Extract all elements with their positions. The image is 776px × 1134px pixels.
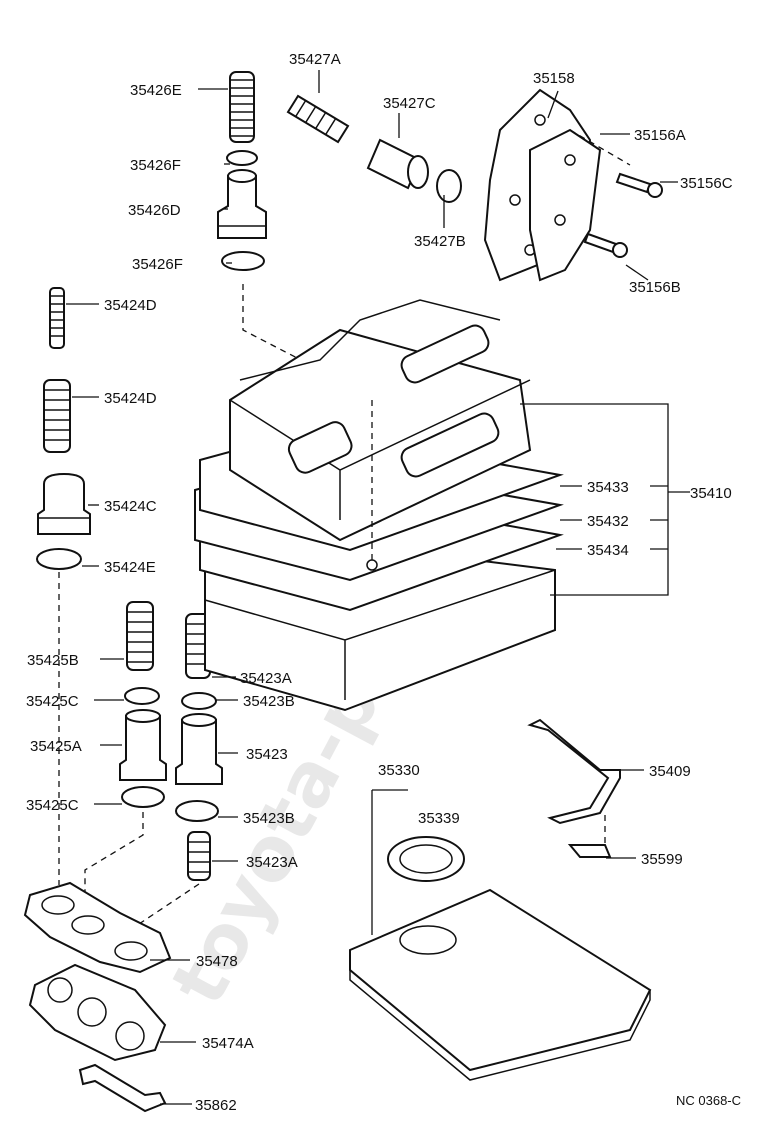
bracket-35330 xyxy=(371,789,408,935)
o-ring-35425c-top xyxy=(124,687,160,705)
label-35339: 35339 xyxy=(418,810,460,827)
label-35423b-bottom: 35423B xyxy=(243,810,295,827)
plug-35423 xyxy=(175,713,223,785)
label-35423: 35423 xyxy=(246,746,288,763)
label-35156a: 35156A xyxy=(634,127,686,144)
label-35330: 35330 xyxy=(378,762,420,779)
label-35426d: 35426D xyxy=(128,202,181,219)
label-35424d-mid: 35424D xyxy=(104,390,157,407)
valve-35427c xyxy=(366,138,429,190)
gasket-35156a xyxy=(529,128,602,282)
diagram-code: NC 0368-C xyxy=(676,1093,741,1108)
label-35425b: 35425B xyxy=(27,652,79,669)
cover-35474a xyxy=(28,963,167,1062)
label-35156b: 35156B xyxy=(629,279,681,296)
label-35474a: 35474A xyxy=(202,1035,254,1052)
label-35410: 35410 xyxy=(690,485,732,502)
label-35425a: 35425A xyxy=(30,738,82,755)
label-35432: 35432 xyxy=(587,513,629,530)
assembly-dash-35423 xyxy=(129,883,200,931)
label-35424c: 35424C xyxy=(104,498,157,515)
o-ring-35423b-top xyxy=(181,692,217,710)
label-35409: 35409 xyxy=(649,763,691,780)
gasket-35339 xyxy=(387,836,465,882)
o-ring-35426f-top xyxy=(226,150,258,166)
oil-pan-35330 xyxy=(349,888,652,1081)
plug-35424c xyxy=(37,472,91,535)
assembly-dash-35425 xyxy=(58,572,144,910)
o-ring-35425c-bottom xyxy=(121,786,165,808)
label-35426f-bottom: 35426F xyxy=(132,256,183,273)
gasket-35478 xyxy=(23,881,172,974)
bolt-35156b xyxy=(583,232,628,258)
label-35426e: 35426E xyxy=(130,82,182,99)
leader-lines xyxy=(66,70,678,1105)
strap-35862 xyxy=(78,1063,167,1113)
valve-body-35410 xyxy=(194,299,564,712)
label-35427b: 35427B xyxy=(414,233,466,250)
spring-35424d-mid xyxy=(43,379,71,453)
label-35424e: 35424E xyxy=(104,559,156,576)
label-35423a-top: 35423A xyxy=(240,670,292,687)
clip-35599 xyxy=(567,844,612,858)
spring-35426e xyxy=(229,71,255,143)
o-ring-35426f-bottom xyxy=(221,251,265,271)
plug-35425a xyxy=(119,709,167,781)
label-35423a-bottom: 35423A xyxy=(246,854,298,871)
spring-35423a-bottom xyxy=(187,831,211,881)
label-35862: 35862 xyxy=(195,1097,237,1114)
spring-35427a xyxy=(286,94,350,144)
o-ring-35423b-bottom xyxy=(175,800,219,822)
bolt-35156c xyxy=(615,172,663,198)
label-35423b-top: 35423B xyxy=(243,693,295,710)
assembly-dash-35156 xyxy=(569,129,631,166)
spring-35425b xyxy=(126,601,154,671)
label-35434: 35434 xyxy=(587,542,629,559)
o-ring-35424e xyxy=(36,548,82,570)
label-35425c-bottom: 35425C xyxy=(26,797,79,814)
label-35425c-top: 35425C xyxy=(26,693,79,710)
label-35424d-top: 35424D xyxy=(104,297,157,314)
strainer-bracket-35409 xyxy=(527,718,621,825)
label-35427c: 35427C xyxy=(383,95,436,112)
label-35158: 35158 xyxy=(533,70,575,87)
spring-35424d-top xyxy=(49,287,65,349)
label-35478: 35478 xyxy=(196,953,238,970)
label-35599: 35599 xyxy=(641,851,683,868)
o-ring-35427b xyxy=(436,169,462,203)
bracket-35410 xyxy=(520,403,690,596)
label-35156c: 35156C xyxy=(680,175,733,192)
label-35433: 35433 xyxy=(587,479,629,496)
label-35426f-top: 35426F xyxy=(130,157,181,174)
label-35427a: 35427A xyxy=(289,51,341,68)
plug-35426d xyxy=(217,169,267,239)
